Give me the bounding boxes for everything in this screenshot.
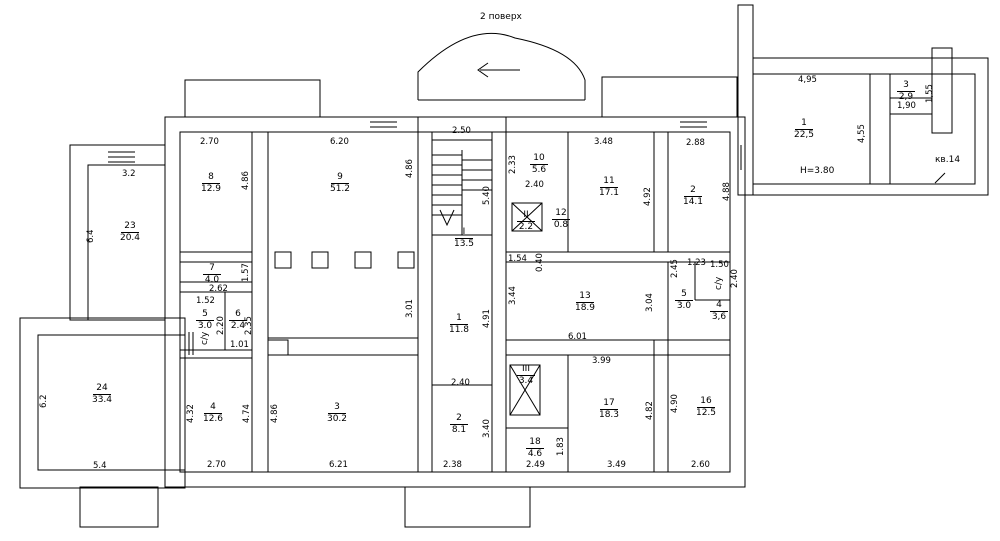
- dim: 4.90: [670, 394, 680, 413]
- dim: 4.88: [722, 182, 732, 201]
- dim: 4.86: [405, 159, 415, 178]
- wc-label-left: с/у: [200, 331, 210, 345]
- dim: 1.54: [508, 254, 527, 264]
- dim: 2.35: [244, 316, 254, 335]
- dim: 2.70: [207, 460, 226, 470]
- dim: 3.44: [508, 286, 518, 305]
- dim: 4.91: [482, 309, 492, 328]
- dim: 2.45: [670, 259, 680, 278]
- dim: 4.92: [643, 187, 653, 206]
- dim: 3.99: [592, 356, 611, 366]
- dim: 1,55: [925, 84, 935, 103]
- ceiling-height-label: H=3.80: [800, 166, 835, 176]
- dim: 2.33: [508, 155, 518, 174]
- dim: 3.49: [607, 460, 626, 470]
- dim: 2.38: [443, 460, 462, 470]
- dim: 3.04: [645, 293, 655, 312]
- dim: 3.2: [122, 169, 136, 179]
- dim: 6.20: [330, 137, 349, 147]
- dim: 3.40: [482, 419, 492, 438]
- flat-number-label: кв.14: [935, 155, 961, 165]
- dim: 2.40: [730, 269, 740, 288]
- dim: 1.83: [556, 437, 566, 456]
- dim: 6.21: [329, 460, 348, 470]
- dim: 6.01: [568, 332, 587, 342]
- dim: 1.23: [687, 258, 706, 268]
- wc-label-right: с/у: [714, 276, 724, 290]
- dim: 4.86: [241, 171, 251, 190]
- dim: 1.01: [230, 340, 249, 350]
- dim: 2.70: [200, 137, 219, 147]
- dim: 2.49: [526, 460, 545, 470]
- dim: 2.50: [452, 126, 471, 136]
- dim: 0.40: [535, 253, 545, 272]
- dim: 6.4: [86, 229, 96, 243]
- dim: 5.4: [93, 461, 107, 471]
- dim: 6.2: [39, 394, 49, 408]
- dim: 2.62: [209, 284, 228, 294]
- floor-title: 2 поверх: [480, 12, 522, 22]
- dim: 4.74: [242, 404, 252, 423]
- dim: 4.82: [645, 401, 655, 420]
- dim: 1.52: [196, 296, 215, 306]
- dim: 4,55: [857, 124, 867, 143]
- dim: 4.86: [270, 404, 280, 423]
- dim: 2.60: [691, 460, 710, 470]
- dim: 3.01: [405, 299, 415, 318]
- dim: 2.40: [525, 180, 544, 190]
- dim: 5.40: [482, 186, 492, 205]
- dim: 3.48: [594, 137, 613, 147]
- dim: 2.40: [451, 378, 470, 388]
- dim: 1.50: [710, 260, 729, 270]
- dim: 2.88: [686, 138, 705, 148]
- dim: 1,90: [897, 101, 916, 111]
- dim: 2.20: [216, 316, 226, 335]
- dim: 4,95: [798, 75, 817, 85]
- dim: 1.57: [241, 263, 251, 282]
- dim: 4.32: [186, 404, 196, 423]
